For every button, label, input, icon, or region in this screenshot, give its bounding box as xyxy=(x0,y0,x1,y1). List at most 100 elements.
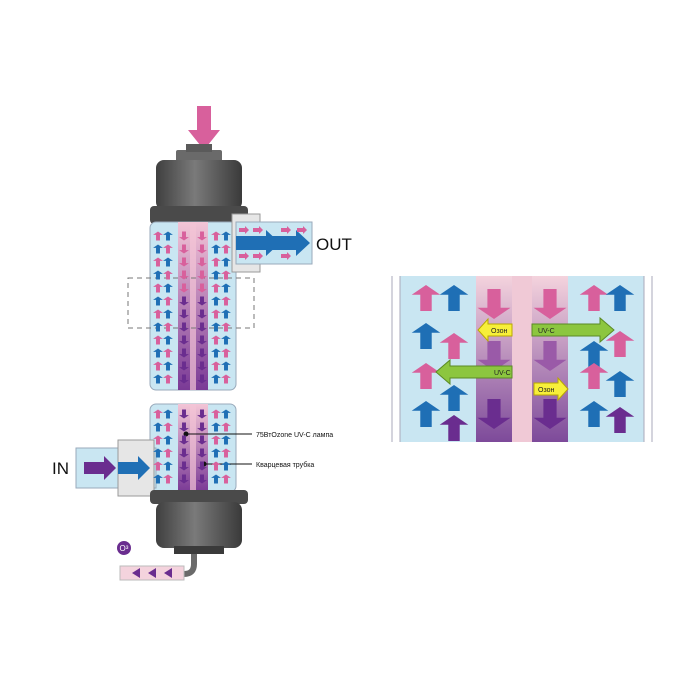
uvc-label-top: UV-C xyxy=(538,328,555,335)
flow-arrow-icon xyxy=(477,399,511,429)
ozone-label-bottom: Озон xyxy=(538,387,554,394)
flow-arrow-icon xyxy=(211,322,221,332)
flow-arrow-icon xyxy=(211,296,221,306)
flow-arrow-icon xyxy=(153,435,163,445)
flow-arrow-icon xyxy=(197,283,207,293)
flow-arrow-icon xyxy=(221,409,231,419)
flow-arrow-icon xyxy=(179,474,189,484)
flow-arrow-icon xyxy=(197,461,207,471)
flow-arrow-icon xyxy=(221,361,231,371)
ozone-arrow-top xyxy=(477,317,513,343)
flow-arrow-icon xyxy=(179,257,189,267)
flow-arrow-icon xyxy=(221,461,231,471)
flow-arrow-icon xyxy=(221,244,231,254)
flow-arrow-icon xyxy=(439,415,469,441)
flow-arrow-icon xyxy=(179,448,189,458)
flow-arrow-icon xyxy=(605,285,635,311)
flow-arrow-icon xyxy=(163,348,173,358)
flow-arrow-icon xyxy=(197,361,207,371)
flow-arrow-icon xyxy=(221,296,231,306)
flow-arrow-icon xyxy=(211,283,221,293)
detail-highlight-box xyxy=(127,277,255,329)
flow-arrow-icon xyxy=(197,244,207,254)
flow-arrow-icon xyxy=(197,309,207,319)
flow-arrow-icon xyxy=(153,270,163,280)
out-label: OUT xyxy=(316,235,352,254)
flow-arrow-icon xyxy=(163,374,173,384)
flow-arrow-icon xyxy=(179,244,189,254)
flow-arrow-icon xyxy=(179,231,189,241)
flow-arrow-icon xyxy=(197,474,207,484)
flow-arrow-icon xyxy=(239,252,249,260)
flow-arrow-icon xyxy=(163,322,173,332)
flow-arrow-icon xyxy=(153,283,163,293)
flow-arrow-icon xyxy=(411,285,441,311)
flow-arrow-icon xyxy=(605,331,635,357)
flow-arrow-icon xyxy=(163,448,173,458)
flow-arrow-icon xyxy=(153,244,163,254)
flow-arrow-icon xyxy=(211,361,221,371)
quartz-label: Кварцевая трубка xyxy=(256,461,314,469)
flow-arrow-icon xyxy=(197,270,207,280)
flow-arrow-icon xyxy=(253,252,263,260)
flow-arrow-icon xyxy=(163,296,173,306)
flow-arrow-icon xyxy=(477,289,511,319)
ozone-inlet-arrow xyxy=(188,106,220,150)
flow-arrow-icon xyxy=(153,374,163,384)
flow-arrow-icon xyxy=(179,348,189,358)
flow-arrow-icon xyxy=(153,231,163,241)
lamp-label: 75ВтOzone UV-C лампа xyxy=(256,432,333,439)
flow-arrow-icon xyxy=(253,226,263,234)
flow-arrow-icon xyxy=(221,422,231,432)
flow-arrow-icon xyxy=(153,448,163,458)
flow-arrow-icon xyxy=(197,322,207,332)
flow-arrow-icon xyxy=(211,309,221,319)
flow-arrow-icon xyxy=(197,335,207,345)
ozone-arrow-bottom xyxy=(533,376,569,402)
ozone-symbol-badge xyxy=(117,541,131,555)
flow-arrow-icon xyxy=(221,231,231,241)
flow-arrow-icon xyxy=(221,474,231,484)
detail-flow-arrows xyxy=(411,285,635,441)
flow-arrow-icon xyxy=(179,322,189,332)
flow-arrow-icon xyxy=(579,285,609,311)
flow-arrow-icon xyxy=(197,348,207,358)
flow-arrow-icon xyxy=(439,285,469,311)
flow-arrow-icon xyxy=(281,226,291,234)
top-housing-cap xyxy=(150,144,248,224)
tube-flow-arrows xyxy=(153,226,307,484)
flow-arrow-icon xyxy=(197,231,207,241)
ozone-label-top: Озон xyxy=(491,328,507,335)
uvc-arrow-top xyxy=(531,316,615,344)
flow-arrow-icon xyxy=(221,322,231,332)
flow-arrow-icon xyxy=(411,323,441,349)
flow-arrow-icon xyxy=(179,270,189,280)
flow-arrow-icon xyxy=(211,474,221,484)
flow-arrow-icon xyxy=(211,422,221,432)
flow-arrow-icon xyxy=(211,244,221,254)
uvc-label-bottom: UV-C xyxy=(494,370,511,377)
flow-arrow-icon xyxy=(221,348,231,358)
flow-arrow-icon xyxy=(179,361,189,371)
flow-arrow-icon xyxy=(153,348,163,358)
flow-arrow-icon xyxy=(153,422,163,432)
flow-arrow-icon xyxy=(179,422,189,432)
flow-arrow-icon xyxy=(533,399,567,429)
flow-arrow-icon xyxy=(211,374,221,384)
flow-arrow-icon xyxy=(179,435,189,445)
flow-arrow-icon xyxy=(197,448,207,458)
flow-arrow-icon xyxy=(153,361,163,371)
flow-arrow-icon xyxy=(411,363,441,389)
flow-arrow-icon xyxy=(533,341,567,371)
flow-arrow-icon xyxy=(197,409,207,419)
in-label: IN xyxy=(52,459,69,478)
flow-arrow-icon xyxy=(221,270,231,280)
flow-arrow-icon xyxy=(163,283,173,293)
flow-arrow-icon xyxy=(153,309,163,319)
flow-arrow-icon xyxy=(163,335,173,345)
flow-arrow-icon xyxy=(211,348,221,358)
flow-arrow-icon xyxy=(153,335,163,345)
flow-arrow-icon xyxy=(179,283,189,293)
flow-arrow-icon xyxy=(211,435,221,445)
flow-arrow-icon xyxy=(163,244,173,254)
